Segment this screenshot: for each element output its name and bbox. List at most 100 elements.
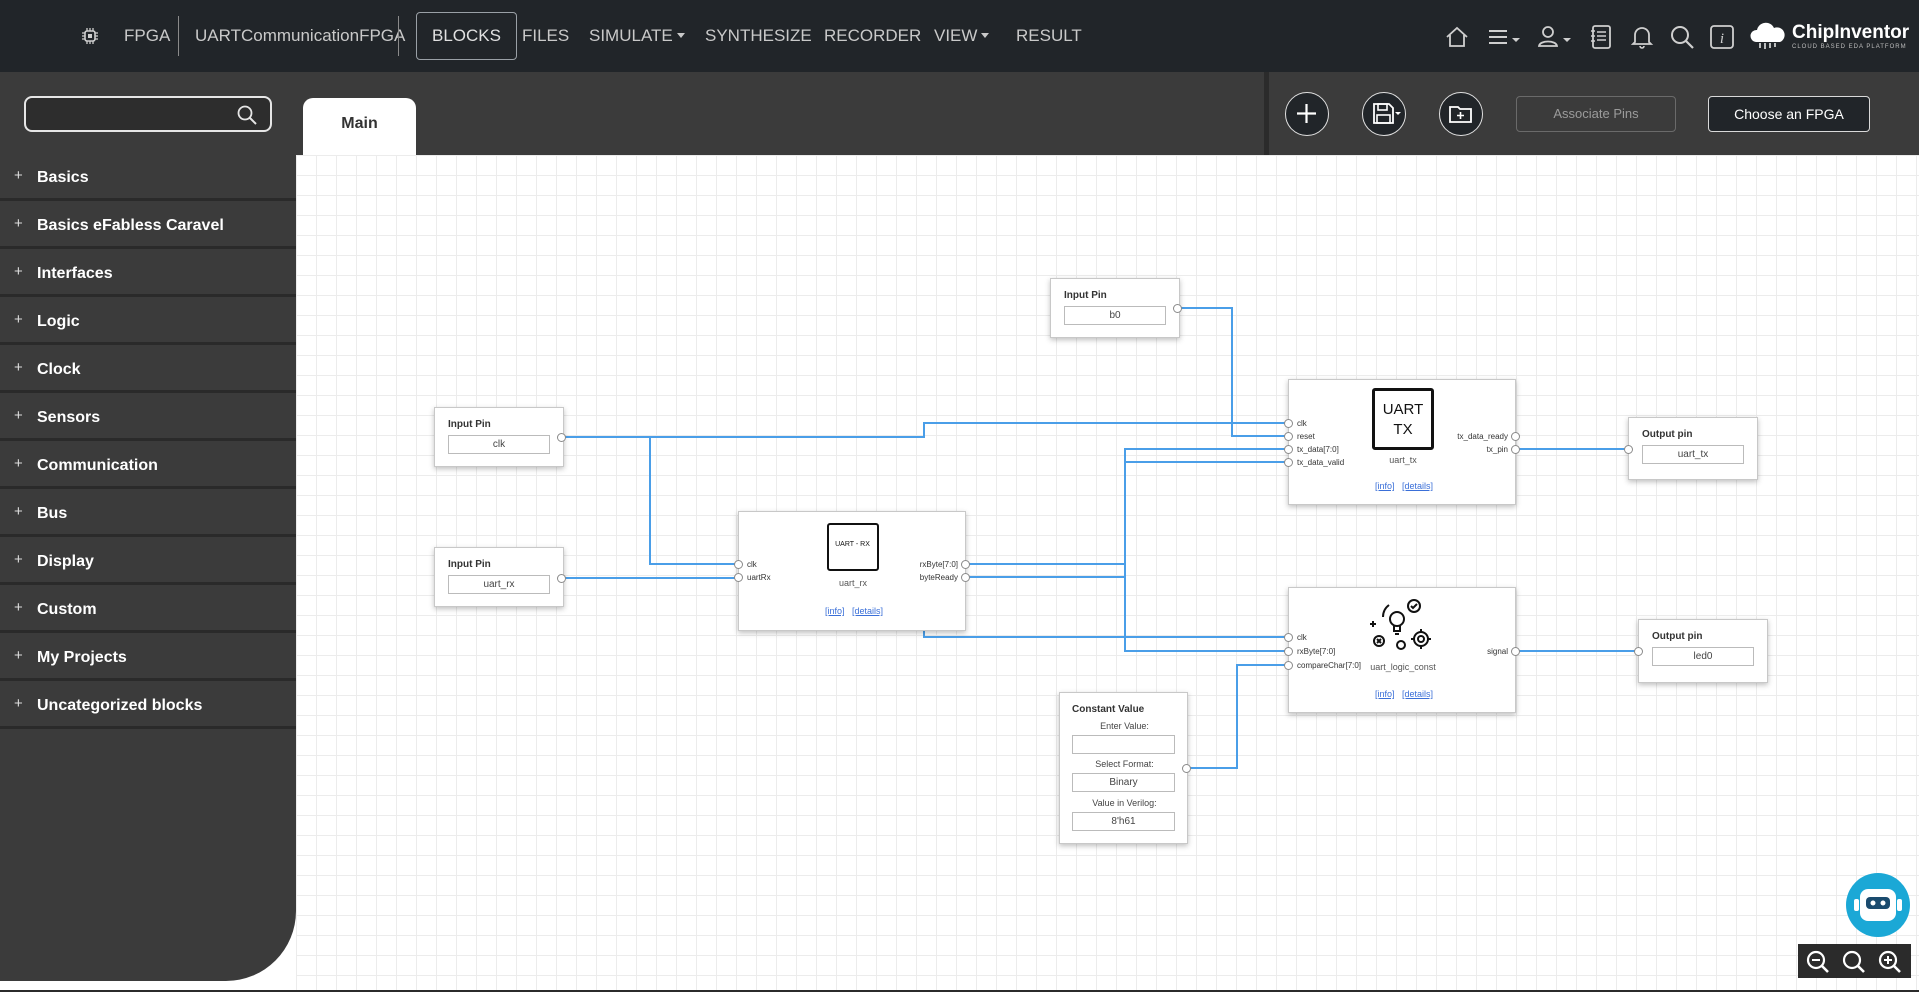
uart-tx-icon-text: TX	[1393, 421, 1413, 438]
port-label: reset	[1297, 432, 1315, 441]
input-port-tx-data-valid[interactable]	[1284, 458, 1293, 467]
project-name[interactable]: UARTCommunicationFPGA	[195, 26, 406, 45]
category-label: Uncategorized blocks	[37, 697, 203, 714]
category-communication[interactable]: +Communication	[0, 443, 296, 489]
output-port-tx-pin[interactable]	[1511, 445, 1520, 454]
uart-tx-module[interactable]: UART TX uart_tx clk reset tx_data[7:0] t…	[1284, 379, 1520, 505]
nav-blocks[interactable]: BLOCKS	[416, 12, 517, 60]
pin-name-field[interactable]: b0	[1064, 306, 1166, 325]
input-port-rxbyte[interactable]	[1284, 647, 1293, 656]
input-port[interactable]	[1624, 445, 1633, 454]
category-basics-efabless-caravel[interactable]: +Basics eFabless Caravel	[0, 203, 296, 249]
chip-icon[interactable]	[80, 26, 100, 46]
block-search-input[interactable]	[34, 104, 234, 124]
input-port-comparechar[interactable]	[1284, 661, 1293, 670]
tab-main[interactable]: Main	[303, 98, 416, 155]
nav-simulate[interactable]: SIMULATE	[589, 0, 685, 72]
info-link[interactable]: [info]	[1375, 689, 1395, 699]
output-port-signal[interactable]	[1511, 647, 1520, 656]
input-pin-block[interactable]: Input Pin b0	[1050, 278, 1182, 338]
category-uncategorized-blocks[interactable]: +Uncategorized blocks	[0, 683, 296, 729]
associate-pins-button[interactable]: Associate Pins	[1516, 96, 1676, 132]
details-link[interactable]: [details]	[852, 606, 884, 616]
category-display[interactable]: +Display	[0, 539, 296, 585]
menu-icon[interactable]	[1486, 24, 1522, 50]
chipinventor-logo[interactable]: ChipInventor CLOUD BASED EDA PLATFORM	[1748, 20, 1909, 52]
constant-value-block[interactable]: Constant Value Enter Value: Select Forma…	[1059, 692, 1191, 844]
module-name: uart_rx	[838, 578, 867, 588]
category-my-projects[interactable]: +My Projects	[0, 635, 296, 681]
category-custom[interactable]: +Custom	[0, 587, 296, 633]
input-pin-block[interactable]: Input Pin clk	[434, 407, 566, 467]
robot-icon	[1854, 889, 1902, 921]
notebook-icon[interactable]	[1588, 24, 1614, 50]
category-label: Logic	[37, 313, 80, 330]
bell-icon[interactable]	[1629, 24, 1655, 50]
nav-result[interactable]: RESULT	[1016, 26, 1082, 45]
zoom-out-icon[interactable]	[1804, 948, 1832, 974]
search-icon[interactable]	[236, 104, 258, 126]
output-port-rxbyte[interactable]	[961, 560, 970, 569]
nav-files[interactable]: FILES	[522, 26, 570, 45]
input-port-uartrx[interactable]	[734, 573, 743, 582]
format-select[interactable]: Binary	[1072, 773, 1175, 792]
user-icon[interactable]	[1537, 24, 1573, 50]
category-clock[interactable]: +Clock	[0, 347, 296, 393]
input-port-clk[interactable]	[1284, 633, 1293, 642]
uart-tx-icon: UART TX	[1372, 388, 1434, 450]
port-label: tx_data_valid	[1297, 458, 1345, 467]
info-link[interactable]: [info]	[825, 606, 845, 616]
output-pin-block[interactable]: Output pin uart_tx	[1624, 417, 1758, 480]
input-port-reset[interactable]	[1284, 432, 1293, 441]
input-port[interactable]	[1634, 647, 1643, 656]
details-link[interactable]: [details]	[1402, 689, 1434, 699]
pin-name-field[interactable]: clk	[448, 435, 550, 454]
new-folder-button[interactable]	[1439, 92, 1483, 136]
output-pin-block[interactable]: Output pin led0	[1634, 619, 1768, 683]
input-port-tx-data[interactable]	[1284, 445, 1293, 454]
category-logic[interactable]: +Logic	[0, 299, 296, 345]
nav-synthesize[interactable]: SYNTHESIZE	[705, 26, 812, 45]
zoom-in-icon[interactable]	[1876, 948, 1904, 974]
info-icon[interactable]: i	[1709, 24, 1735, 50]
input-port-clk[interactable]	[1284, 419, 1293, 428]
category-bus[interactable]: +Bus	[0, 491, 296, 537]
output-port[interactable]	[557, 574, 566, 583]
output-port-byteready[interactable]	[961, 573, 970, 582]
nav-view[interactable]: VIEW	[934, 0, 989, 72]
assistant-bot-button[interactable]	[1846, 873, 1910, 937]
uart-rx-module[interactable]: UART - RX uart_rx clk uartRx rxByte[7:0]…	[734, 511, 970, 631]
category-basics[interactable]: +Basics	[0, 155, 296, 201]
fpga-label[interactable]: FPGA	[124, 26, 171, 45]
pin-name-field[interactable]: uart_rx	[448, 575, 550, 594]
pin-name-field[interactable]: uart_tx	[1642, 445, 1744, 464]
details-link[interactable]: [details]	[1402, 481, 1434, 491]
add-button[interactable]	[1285, 92, 1329, 136]
output-port-tx-data-ready[interactable]	[1511, 432, 1520, 441]
nav-recorder[interactable]: RECORDER	[824, 26, 922, 45]
uart-rx-icon: UART - RX	[827, 523, 879, 571]
category-interfaces[interactable]: +Interfaces	[0, 251, 296, 297]
choose-fpga-button[interactable]: Choose an FPGA	[1708, 96, 1870, 132]
select-format-label: Select Format:	[1095, 759, 1154, 769]
output-port[interactable]	[1182, 764, 1191, 773]
enter-value-input[interactable]	[1072, 735, 1175, 754]
block-title: Output pin	[1652, 631, 1703, 642]
info-link[interactable]: [info]	[1375, 481, 1395, 491]
pin-name-field[interactable]: led0	[1652, 647, 1754, 666]
uart-logic-const-module[interactable]: uart_logic_const clk rxByte[7:0] compare…	[1284, 587, 1520, 713]
home-icon[interactable]	[1444, 24, 1470, 50]
search-icon[interactable]	[1669, 24, 1695, 50]
input-pin-block[interactable]: Input Pin uart_rx	[434, 547, 566, 607]
workspace-toolbar: Main Associate Pins Choose an FPGA	[0, 72, 1919, 155]
category-label: Clock	[37, 361, 81, 378]
expand-icon: +	[14, 407, 23, 424]
zoom-reset-icon[interactable]	[1840, 948, 1868, 974]
output-port[interactable]	[557, 433, 566, 442]
save-button[interactable]	[1362, 92, 1406, 136]
input-port-clk[interactable]	[734, 560, 743, 569]
port-label: tx_data_ready	[1457, 432, 1508, 441]
category-sensors[interactable]: +Sensors	[0, 395, 296, 441]
output-port[interactable]	[1173, 304, 1182, 313]
logic-gears-icon	[1369, 597, 1437, 655]
